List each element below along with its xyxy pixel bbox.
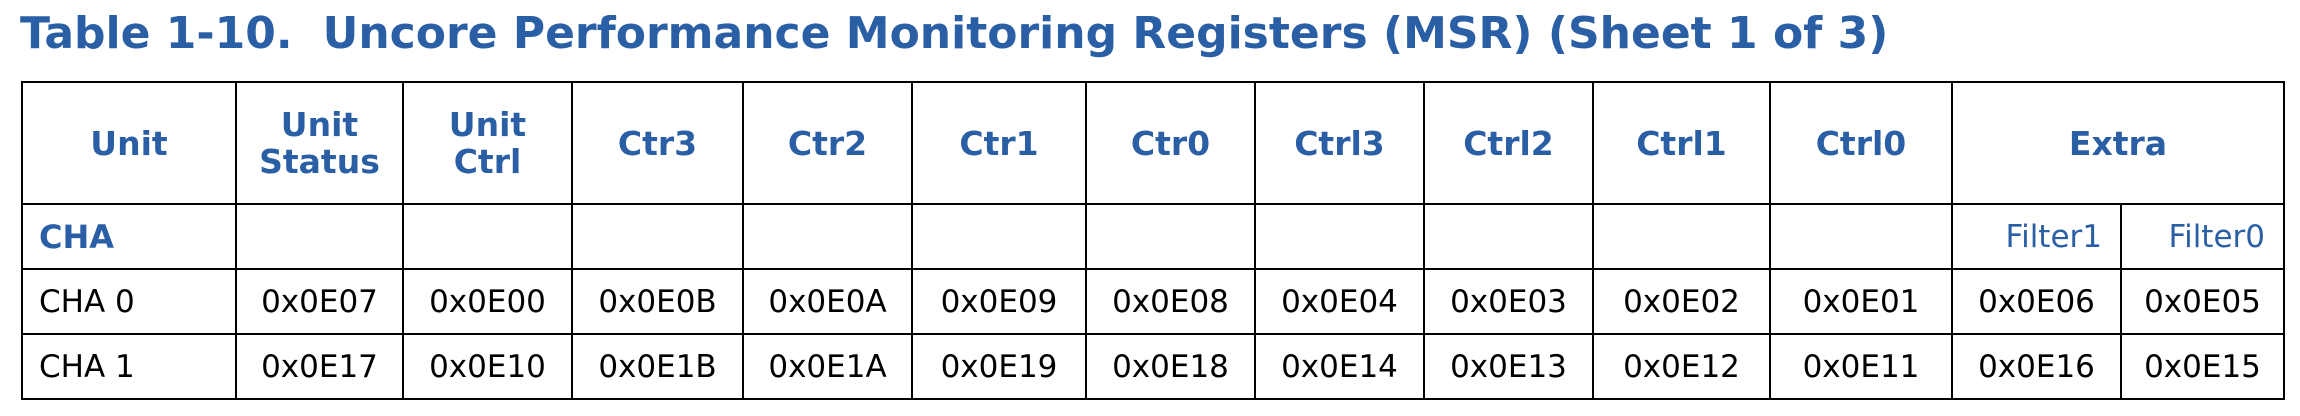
header-ctrl0: Ctrl0 bbox=[1769, 81, 1953, 205]
cell-ctr1: 0x0E09 bbox=[911, 268, 1087, 335]
header-ctr3: Ctr3 bbox=[571, 81, 744, 205]
cell-unit-status: 0x0E07 bbox=[235, 268, 404, 335]
cell-ctr2: 0x0E1A bbox=[742, 333, 913, 400]
cell-ctrl0: 0x0E11 bbox=[1769, 333, 1953, 400]
cell-ctrl0: 0x0E01 bbox=[1769, 268, 1953, 335]
header-unit: Unit bbox=[21, 81, 237, 205]
header-unit-status: Unit Status bbox=[235, 81, 404, 205]
subheader-row: CHA Filter1 Filter0 bbox=[21, 203, 2285, 270]
header-ctr1: Ctr1 bbox=[911, 81, 1087, 205]
header-ctr2: Ctr2 bbox=[742, 81, 913, 205]
subheader-empty-cell bbox=[1592, 203, 1771, 270]
cell-ctr3: 0x0E1B bbox=[571, 333, 744, 400]
header-ctrl3: Ctrl3 bbox=[1254, 81, 1425, 205]
table-caption: Table 1-10. Uncore Performance Monitoring… bbox=[20, 4, 1888, 64]
header-ctr0: Ctr0 bbox=[1085, 81, 1256, 205]
cell-filter1: 0x0E16 bbox=[1951, 333, 2122, 400]
table-row: CHA 0 0x0E07 0x0E00 0x0E0B 0x0E0A 0x0E09… bbox=[21, 268, 2285, 335]
header-unit-ctrl-line1: Unit bbox=[448, 105, 527, 144]
cell-ctr0: 0x0E18 bbox=[1085, 333, 1256, 400]
subheader-empty-cell bbox=[1254, 203, 1425, 270]
table-title: Uncore Performance Monitoring Registers … bbox=[322, 8, 1889, 59]
subheader-filter1: Filter1 bbox=[1951, 203, 2122, 270]
table-row: CHA 1 0x0E17 0x0E10 0x0E1B 0x0E1A 0x0E19… bbox=[21, 333, 2285, 400]
cell-unit: CHA 0 bbox=[21, 268, 237, 335]
header-unit-ctrl: Unit Ctrl bbox=[402, 81, 573, 205]
header-row: Unit Unit Status Unit Ctrl Ctr3 Ctr2 Ctr… bbox=[21, 81, 2285, 205]
cell-unit-status: 0x0E17 bbox=[235, 333, 404, 400]
header-ctrl1: Ctrl1 bbox=[1592, 81, 1771, 205]
subheader-empty-cell bbox=[742, 203, 913, 270]
msr-register-table: Unit Unit Status Unit Ctrl Ctr3 Ctr2 Ctr… bbox=[21, 81, 2285, 400]
cell-ctrl2: 0x0E03 bbox=[1423, 268, 1594, 335]
table-number: Table 1-10. bbox=[20, 8, 293, 59]
cell-ctrl3: 0x0E04 bbox=[1254, 268, 1425, 335]
subheader-empty-cell bbox=[1085, 203, 1256, 270]
cell-ctr3: 0x0E0B bbox=[571, 268, 744, 335]
subheader-empty-cell bbox=[1769, 203, 1953, 270]
cell-ctr0: 0x0E08 bbox=[1085, 268, 1256, 335]
header-unit-ctrl-line2: Ctrl bbox=[453, 142, 522, 181]
subheader-unit-cha: CHA bbox=[21, 203, 237, 270]
subheader-empty-cell bbox=[402, 203, 573, 270]
subheader-empty-cell bbox=[911, 203, 1087, 270]
cell-ctrl1: 0x0E02 bbox=[1592, 268, 1771, 335]
cell-ctrl2: 0x0E13 bbox=[1423, 333, 1594, 400]
cell-unit-ctrl: 0x0E00 bbox=[402, 268, 573, 335]
cell-filter0: 0x0E05 bbox=[2120, 268, 2285, 335]
cell-filter0: 0x0E15 bbox=[2120, 333, 2285, 400]
header-unit-status-line1: Unit bbox=[280, 105, 359, 144]
cell-filter1: 0x0E06 bbox=[1951, 268, 2122, 335]
subheader-filter0: Filter0 bbox=[2120, 203, 2285, 270]
cell-unit-ctrl: 0x0E10 bbox=[402, 333, 573, 400]
cell-ctrl1: 0x0E12 bbox=[1592, 333, 1771, 400]
header-extra: Extra bbox=[1951, 81, 2285, 205]
cell-ctr2: 0x0E0A bbox=[742, 268, 913, 335]
subheader-empty-cell bbox=[571, 203, 744, 270]
subheader-empty-cell bbox=[1423, 203, 1594, 270]
cell-ctrl3: 0x0E14 bbox=[1254, 333, 1425, 400]
cell-ctr1: 0x0E19 bbox=[911, 333, 1087, 400]
cell-unit: CHA 1 bbox=[21, 333, 237, 400]
header-ctrl2: Ctrl2 bbox=[1423, 81, 1594, 205]
subheader-empty-cell bbox=[235, 203, 404, 270]
header-unit-status-line2: Status bbox=[259, 142, 380, 181]
